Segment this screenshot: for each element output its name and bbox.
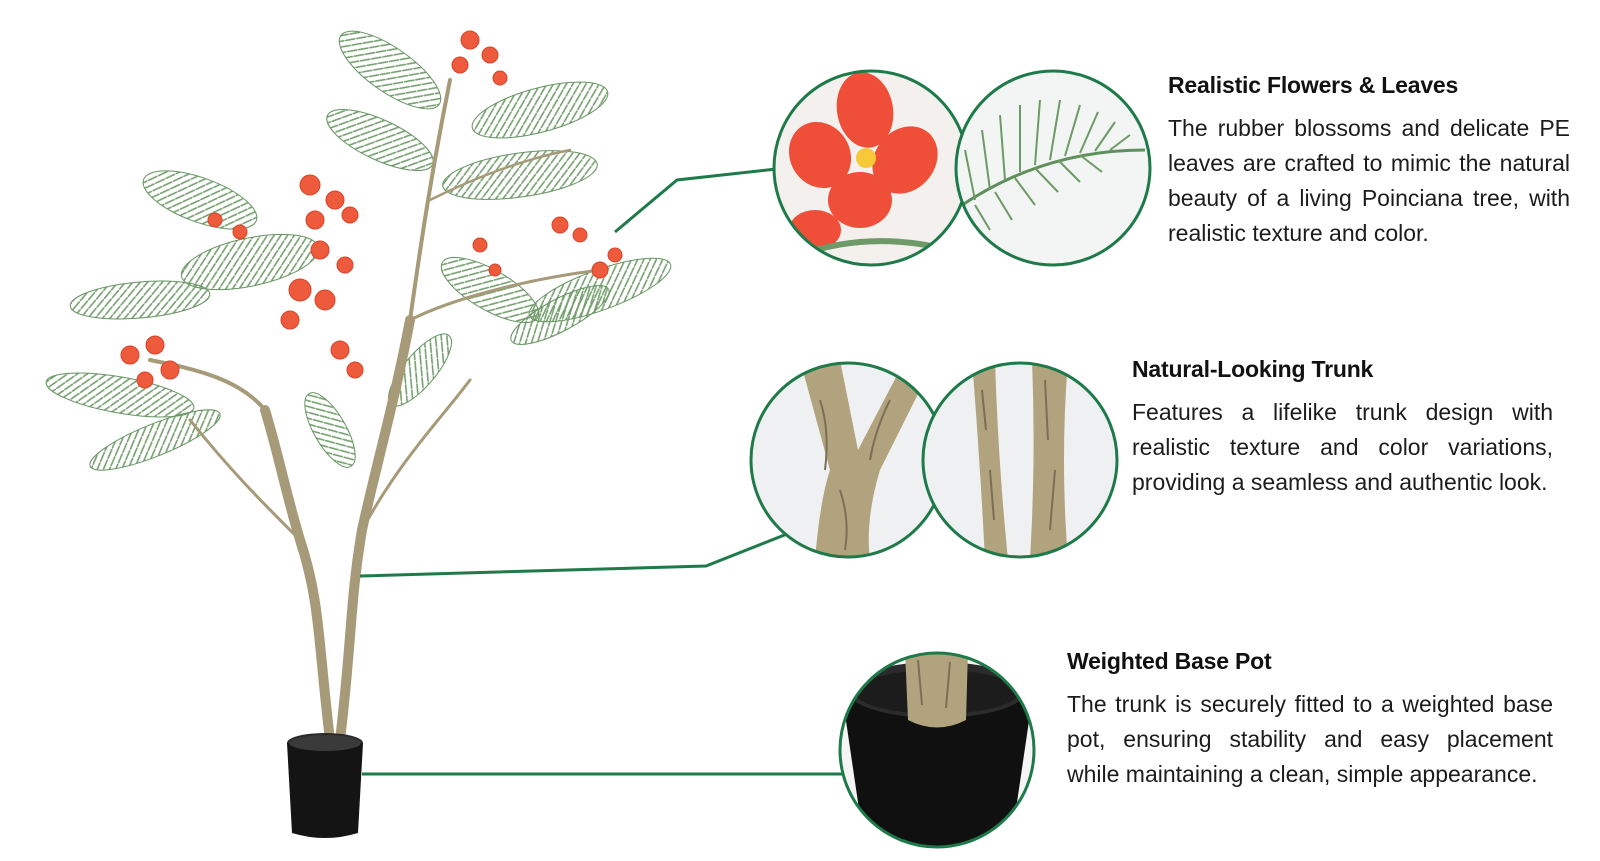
feature-flowers-leaves: Realistic Flowers & Leaves The rubber bl… bbox=[1168, 72, 1570, 251]
trunk-stems-closeup-image bbox=[921, 361, 1119, 559]
flower-closeup-image bbox=[772, 69, 970, 267]
feature-description: The rubber blossoms and delicate PE leav… bbox=[1168, 115, 1570, 246]
poinciana-tree-image bbox=[45, 30, 672, 838]
trunk-fork-closeup-image bbox=[749, 361, 947, 559]
leaf-closeup-image bbox=[954, 69, 1152, 267]
feature-trunk: Natural-Looking Trunk Features a lifelik… bbox=[1132, 356, 1553, 500]
feature-title: Realistic Flowers & Leaves bbox=[1168, 72, 1459, 98]
feature-base-pot: Weighted Base Pot The trunk is securely … bbox=[1067, 648, 1553, 792]
feature-description: Features a lifelike trunk design with re… bbox=[1132, 399, 1553, 495]
feature-title: Natural-Looking Trunk bbox=[1132, 356, 1374, 382]
pot-base-closeup-image bbox=[838, 651, 1036, 849]
feature-description: The trunk is securely fitted to a weight… bbox=[1067, 691, 1553, 787]
feature-title: Weighted Base Pot bbox=[1067, 648, 1272, 674]
